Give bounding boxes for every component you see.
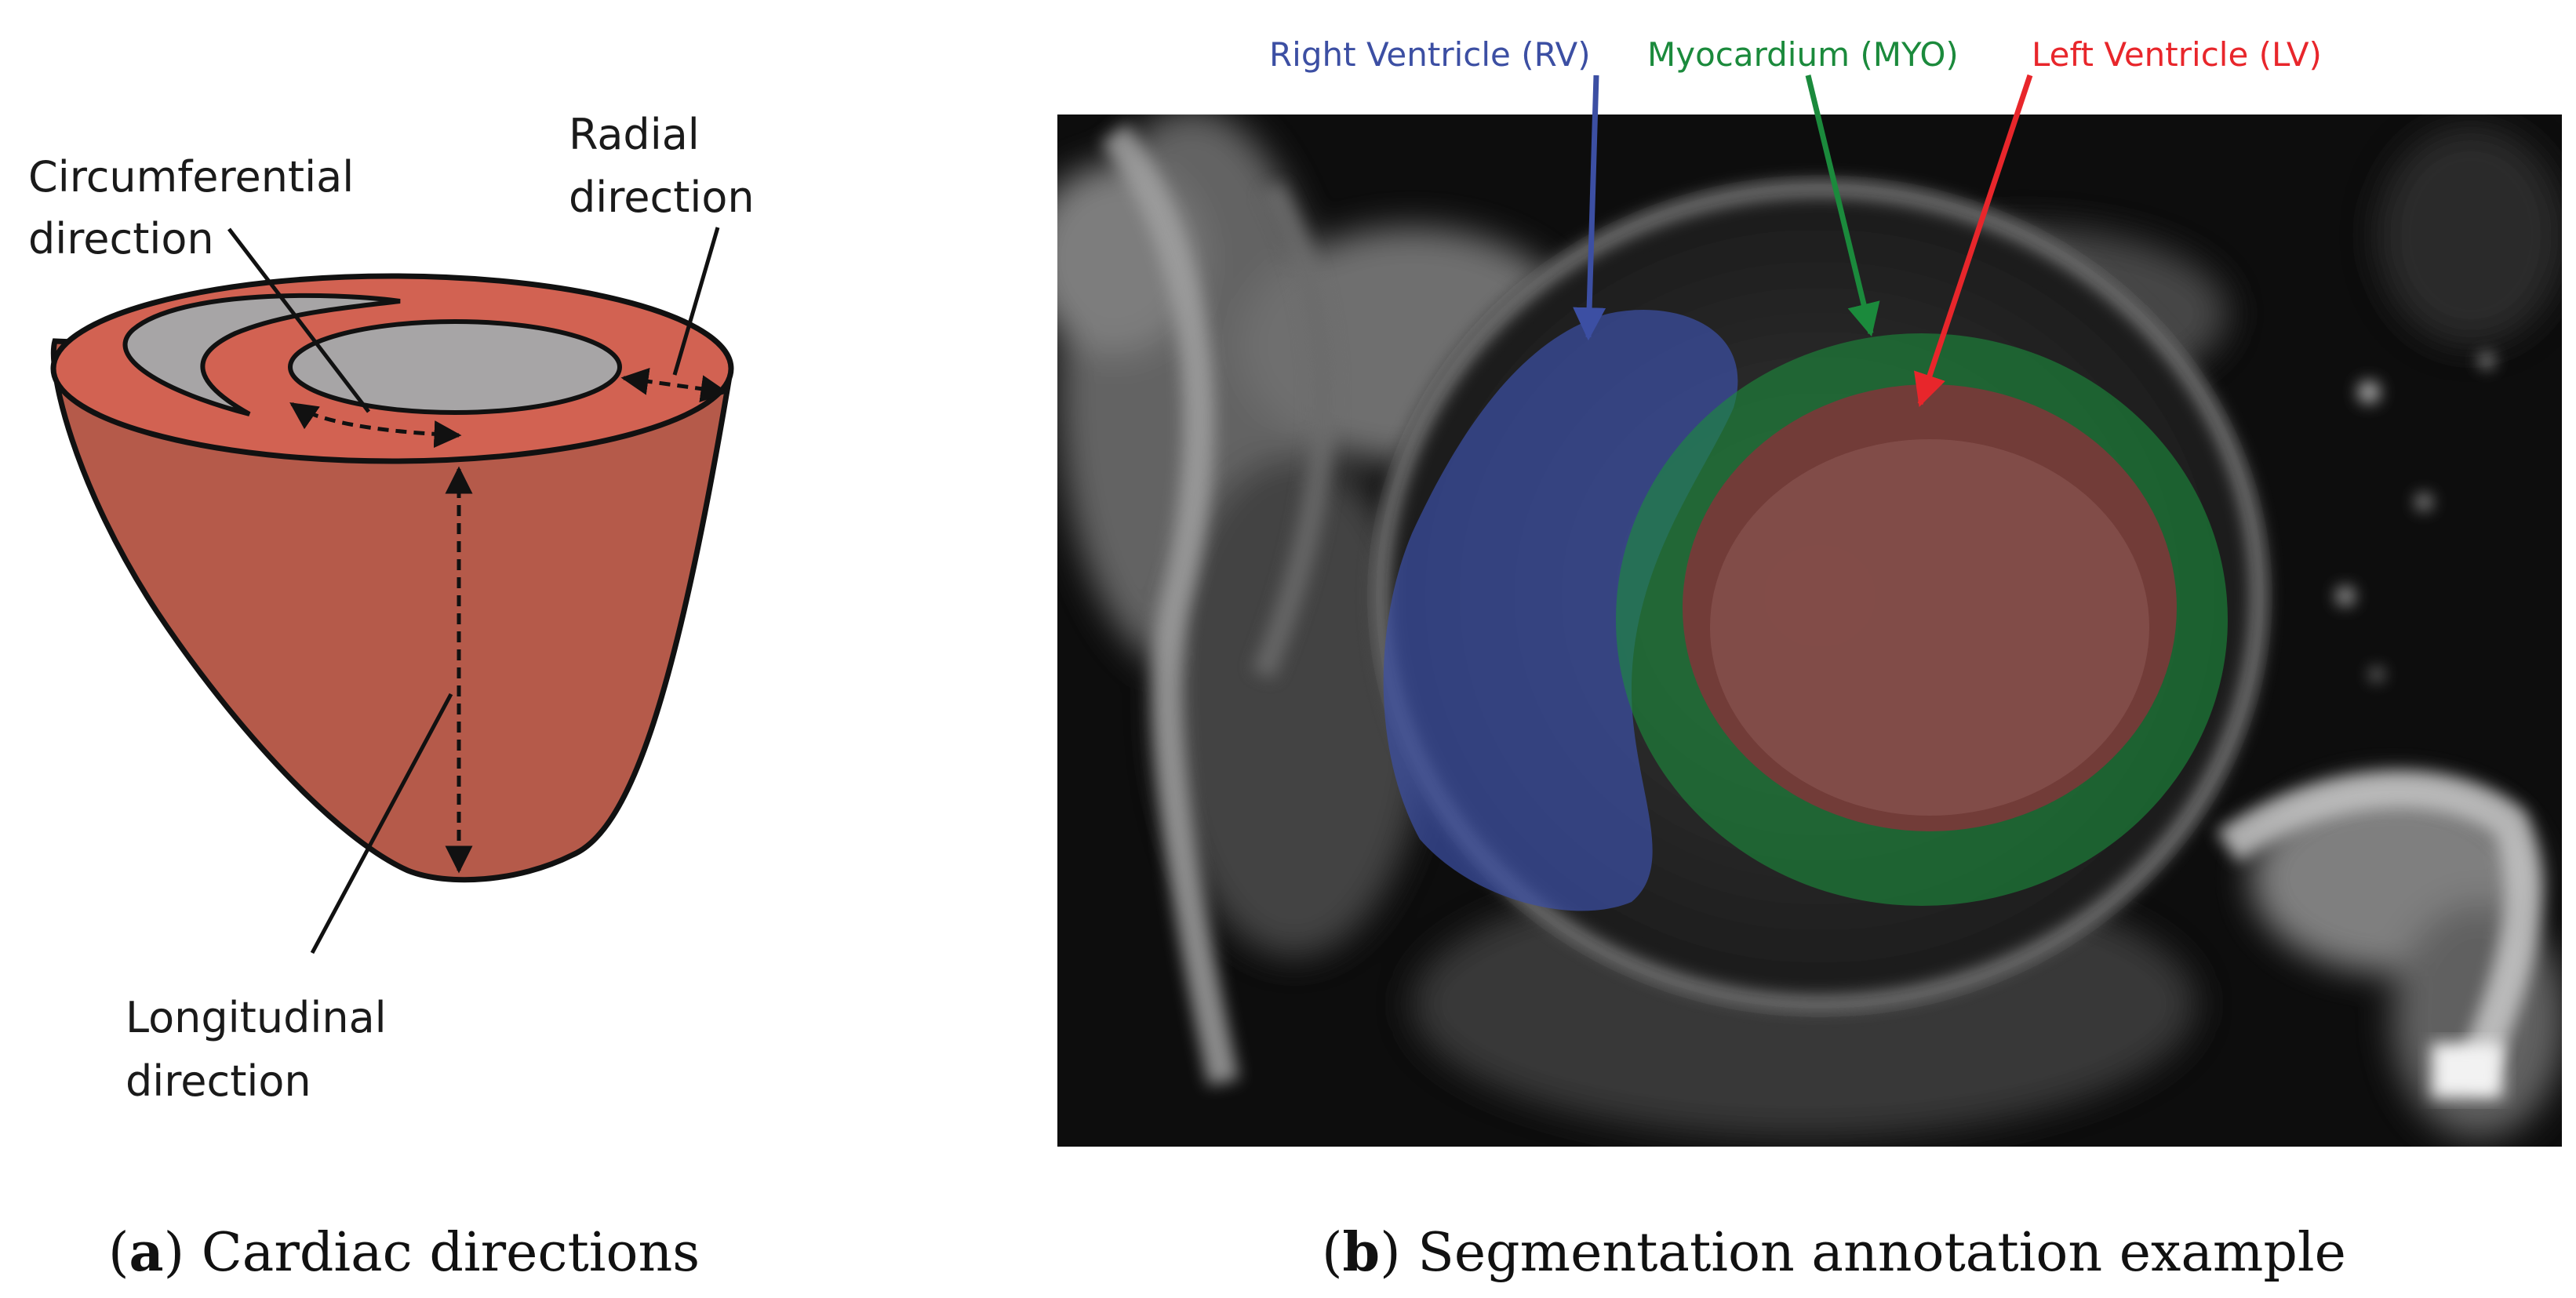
myo-label: Myocardium (MYO) <box>1647 35 1959 74</box>
rv-segmentation <box>1383 310 1738 911</box>
caption-a-letter: a <box>129 1221 164 1284</box>
lv-cavity <box>288 319 622 415</box>
radial-leader-line <box>672 227 720 376</box>
longitudinal-leader-line <box>310 693 453 954</box>
radial-label: Radial direction <box>569 110 755 222</box>
lv-arrow <box>1914 74 2033 407</box>
heart-wall-shape <box>50 338 733 883</box>
circumferential-label: Circumferential direction <box>28 152 367 264</box>
caption-a-text: Cardiac directions <box>202 1222 700 1284</box>
panel-a-heart-diagram: Circumferential direction Radial directi… <box>28 110 755 1284</box>
rv-cavity <box>122 293 401 416</box>
circumferential-leader-line <box>227 227 370 413</box>
caption-b-letter: b <box>1343 1221 1381 1284</box>
rv-arrow <box>1573 75 1606 341</box>
rv-label: Right Ventricle (RV) <box>1269 35 1591 74</box>
panel-b-mri-segmentation: Right Ventricle (RV) Myocardium (MYO) Le… <box>1057 35 2562 1284</box>
myo-arrow <box>1805 75 1880 337</box>
longitudinal-label: Longitudinal direction <box>126 993 400 1106</box>
caption-b: (b) Segmentation annotation example <box>1322 1221 2346 1284</box>
caption-b-text: Segmentation annotation example <box>1417 1222 2346 1284</box>
circumferential-arrow <box>289 402 462 449</box>
lv-segmentation-highlight <box>1710 439 2149 816</box>
lv-label: Left Ventricle (LV) <box>2032 35 2322 74</box>
caption-a: (a) Cardiac directions <box>108 1221 700 1284</box>
